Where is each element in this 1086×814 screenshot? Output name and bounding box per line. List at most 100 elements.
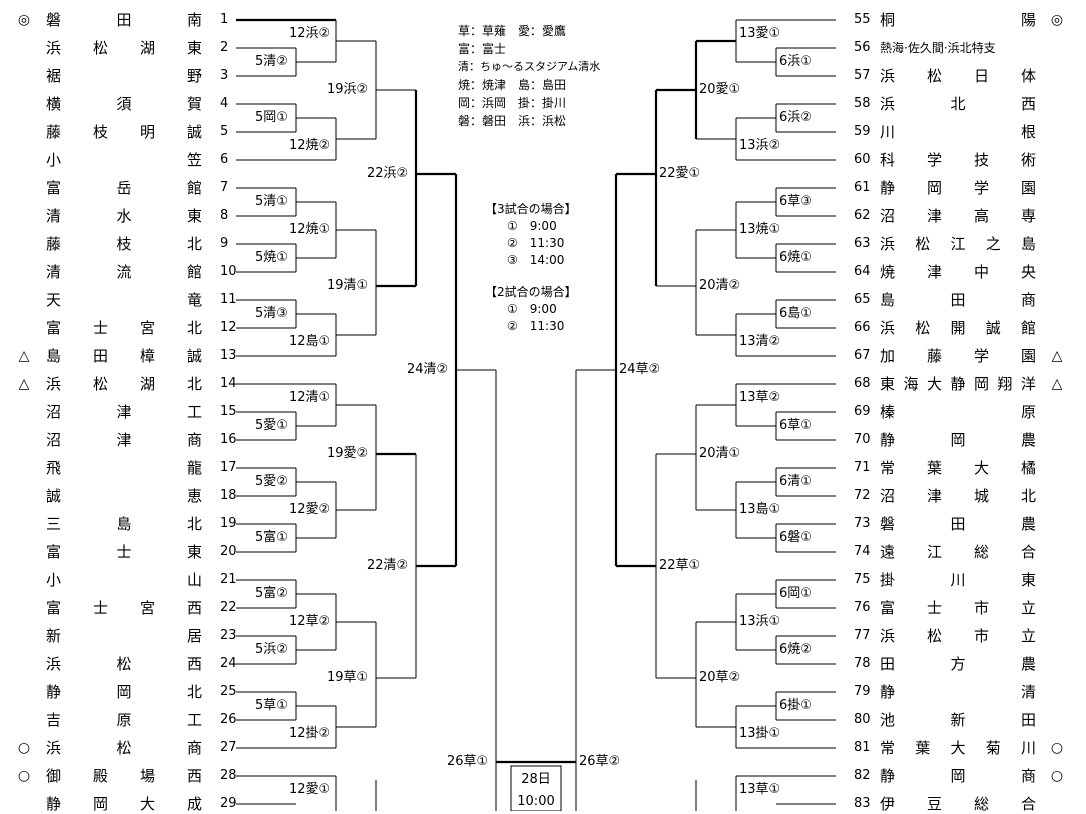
team-name: 小笠 bbox=[46, 151, 202, 169]
team-number: 6 bbox=[220, 152, 229, 167]
right-r4-game: 24草② bbox=[618, 362, 662, 378]
schedule-time: ① 9:00 bbox=[507, 219, 557, 233]
right-r1-game: 6掛① bbox=[778, 698, 813, 714]
right-team-row: 63 浜松江之島 bbox=[836, 234, 1086, 254]
team-number: 68 bbox=[854, 376, 871, 391]
right-bracket-lines bbox=[575, 19, 836, 811]
team-number: 19 bbox=[220, 516, 237, 531]
seed-mark: △ bbox=[18, 348, 30, 364]
schedule-title: 【2試合の場合】 bbox=[485, 285, 577, 299]
team-number: 14 bbox=[220, 376, 237, 391]
left-r2-game: 19浜② bbox=[326, 82, 370, 98]
team-name: 浜松開誠館 bbox=[880, 319, 1036, 337]
team-number: 24 bbox=[220, 656, 237, 671]
right-team-row: 60 科学技術 bbox=[836, 150, 1086, 170]
right-team-row: 66 浜松開誠館 bbox=[836, 318, 1086, 338]
right-r1-game: 13浜① bbox=[738, 614, 782, 630]
team-name: 富士東 bbox=[46, 543, 202, 561]
right-r1-game: 13焼① bbox=[738, 222, 782, 238]
right-r1-game: 6草③ bbox=[778, 194, 813, 210]
left-r2-game: 19愛② bbox=[326, 446, 370, 462]
team-name: 静清 bbox=[880, 683, 1036, 701]
left-r5-game: 26草① bbox=[446, 754, 490, 770]
schedule-three-games: 【3試合の場合】 ① 9:00 ② 11:30 ③ 14:00 bbox=[485, 201, 577, 269]
team-name: 常葉大菊川 bbox=[880, 739, 1036, 757]
seed-mark: △ bbox=[1051, 376, 1063, 392]
team-number: 22 bbox=[220, 600, 237, 615]
team-number: 21 bbox=[220, 572, 237, 587]
left-r2-game: 19清① bbox=[326, 278, 370, 294]
team-number: 3 bbox=[220, 68, 229, 83]
team-name: 磐田農 bbox=[880, 515, 1036, 533]
team-name: 沼津高専 bbox=[880, 207, 1036, 225]
team-number: 57 bbox=[854, 68, 871, 83]
final-box bbox=[510, 765, 562, 811]
team-number: 66 bbox=[854, 320, 871, 335]
team-number: 60 bbox=[854, 152, 871, 167]
legend-line: 草：草薙 愛：愛鷹 bbox=[458, 24, 567, 38]
right-r1-game: 6浜① bbox=[778, 54, 813, 70]
team-name: 御殿場西 bbox=[46, 767, 202, 785]
right-r2-game: 20草② bbox=[698, 670, 742, 686]
team-name: 浜松江之島 bbox=[880, 235, 1036, 253]
team-number: 64 bbox=[854, 264, 871, 279]
left-r4-game: 24清② bbox=[406, 362, 450, 378]
schedule-two-games: 【2試合の場合】 ① 9:00 ② 11:30 bbox=[485, 284, 577, 335]
right-r1-game: 6島① bbox=[778, 306, 813, 322]
seed-mark: ◎ bbox=[1050, 12, 1064, 28]
schedule-time: ② 11:30 bbox=[507, 236, 565, 250]
seed-mark: ○ bbox=[17, 740, 31, 756]
team-name: 川根 bbox=[880, 123, 1036, 141]
left-r1-game: 5清② bbox=[254, 54, 289, 70]
right-r3-game: 22愛① bbox=[658, 166, 702, 182]
left-r1-game: 12掛② bbox=[288, 726, 332, 742]
team-name: 浜松日体 bbox=[880, 67, 1036, 85]
team-number: 72 bbox=[854, 488, 871, 503]
left-r1-game: 12島① bbox=[288, 334, 332, 350]
team-number: 63 bbox=[854, 236, 871, 251]
team-name: 静岡大成 bbox=[46, 795, 202, 813]
team-number: 4 bbox=[220, 96, 229, 111]
left-r3-game: 22清② bbox=[366, 558, 410, 574]
legend-line: 岡：浜岡 掛：掛川 bbox=[458, 96, 567, 110]
right-r2-game: 20愛① bbox=[698, 82, 742, 98]
right-r2-game: 20清② bbox=[698, 278, 742, 294]
team-name: 静岡農 bbox=[880, 431, 1036, 449]
team-number: 77 bbox=[854, 628, 871, 643]
team-name: 天竜 bbox=[46, 291, 202, 309]
team-number: 17 bbox=[220, 460, 237, 475]
team-number: 29 bbox=[220, 796, 237, 811]
team-name: 裾野 bbox=[46, 67, 202, 85]
left-r1-game: 12草② bbox=[288, 614, 332, 630]
right-r1-game: 6焼① bbox=[778, 250, 813, 266]
team-name: 田方農 bbox=[880, 655, 1036, 673]
team-name: 静岡北 bbox=[46, 683, 202, 701]
right-r1-game: 13草② bbox=[738, 390, 782, 406]
team-number: 69 bbox=[854, 404, 871, 419]
team-number: 27 bbox=[220, 740, 237, 755]
team-number: 1 bbox=[220, 12, 229, 27]
team-name: 科学技術 bbox=[880, 151, 1036, 169]
team-name: 藤枝北 bbox=[46, 235, 202, 253]
team-name: 加藤学園 bbox=[880, 347, 1036, 365]
venue-legend: 草：草薙 愛：愛鷹 富：富士 清：ちゅ〜るスタジアム清水 焼：焼津 島：島田 岡… bbox=[458, 22, 600, 130]
team-number: 75 bbox=[854, 572, 871, 587]
seed-mark: ○ bbox=[1050, 740, 1064, 756]
